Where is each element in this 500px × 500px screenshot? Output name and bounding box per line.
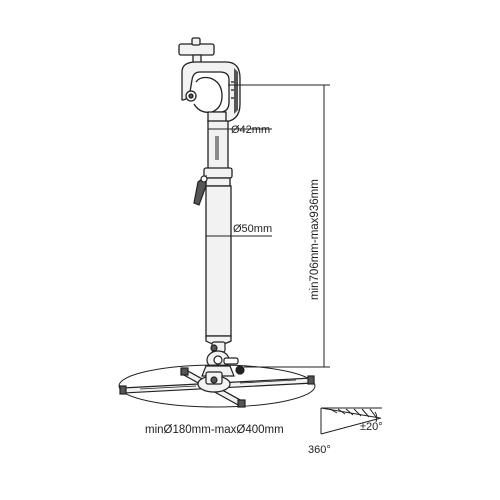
tilt-ball-joint-icon	[201, 341, 245, 377]
mount-range-ellipse	[118, 364, 316, 408]
cross-mount-bracket-icon	[119, 367, 315, 408]
mount-range-label: minØ180mm-maxØ400mm	[145, 424, 284, 436]
lever-handle-icon	[193, 174, 208, 206]
tilt-label: ±20°	[360, 421, 383, 433]
hook-clamp-icon	[178, 37, 241, 123]
height-range-label: min706mm-max936mm	[309, 179, 321, 300]
upper-tube	[207, 120, 229, 170]
rotation-label: 360°	[308, 444, 331, 456]
lower-tube-diameter-label: Ø50mm	[233, 223, 272, 235]
lower-tube	[205, 185, 232, 346]
locking-collar	[203, 167, 233, 187]
tilt-angle-icon	[320, 407, 382, 435]
height-dimension	[228, 84, 330, 368]
upper-tube-diameter-label: Ø42mm	[231, 124, 270, 136]
